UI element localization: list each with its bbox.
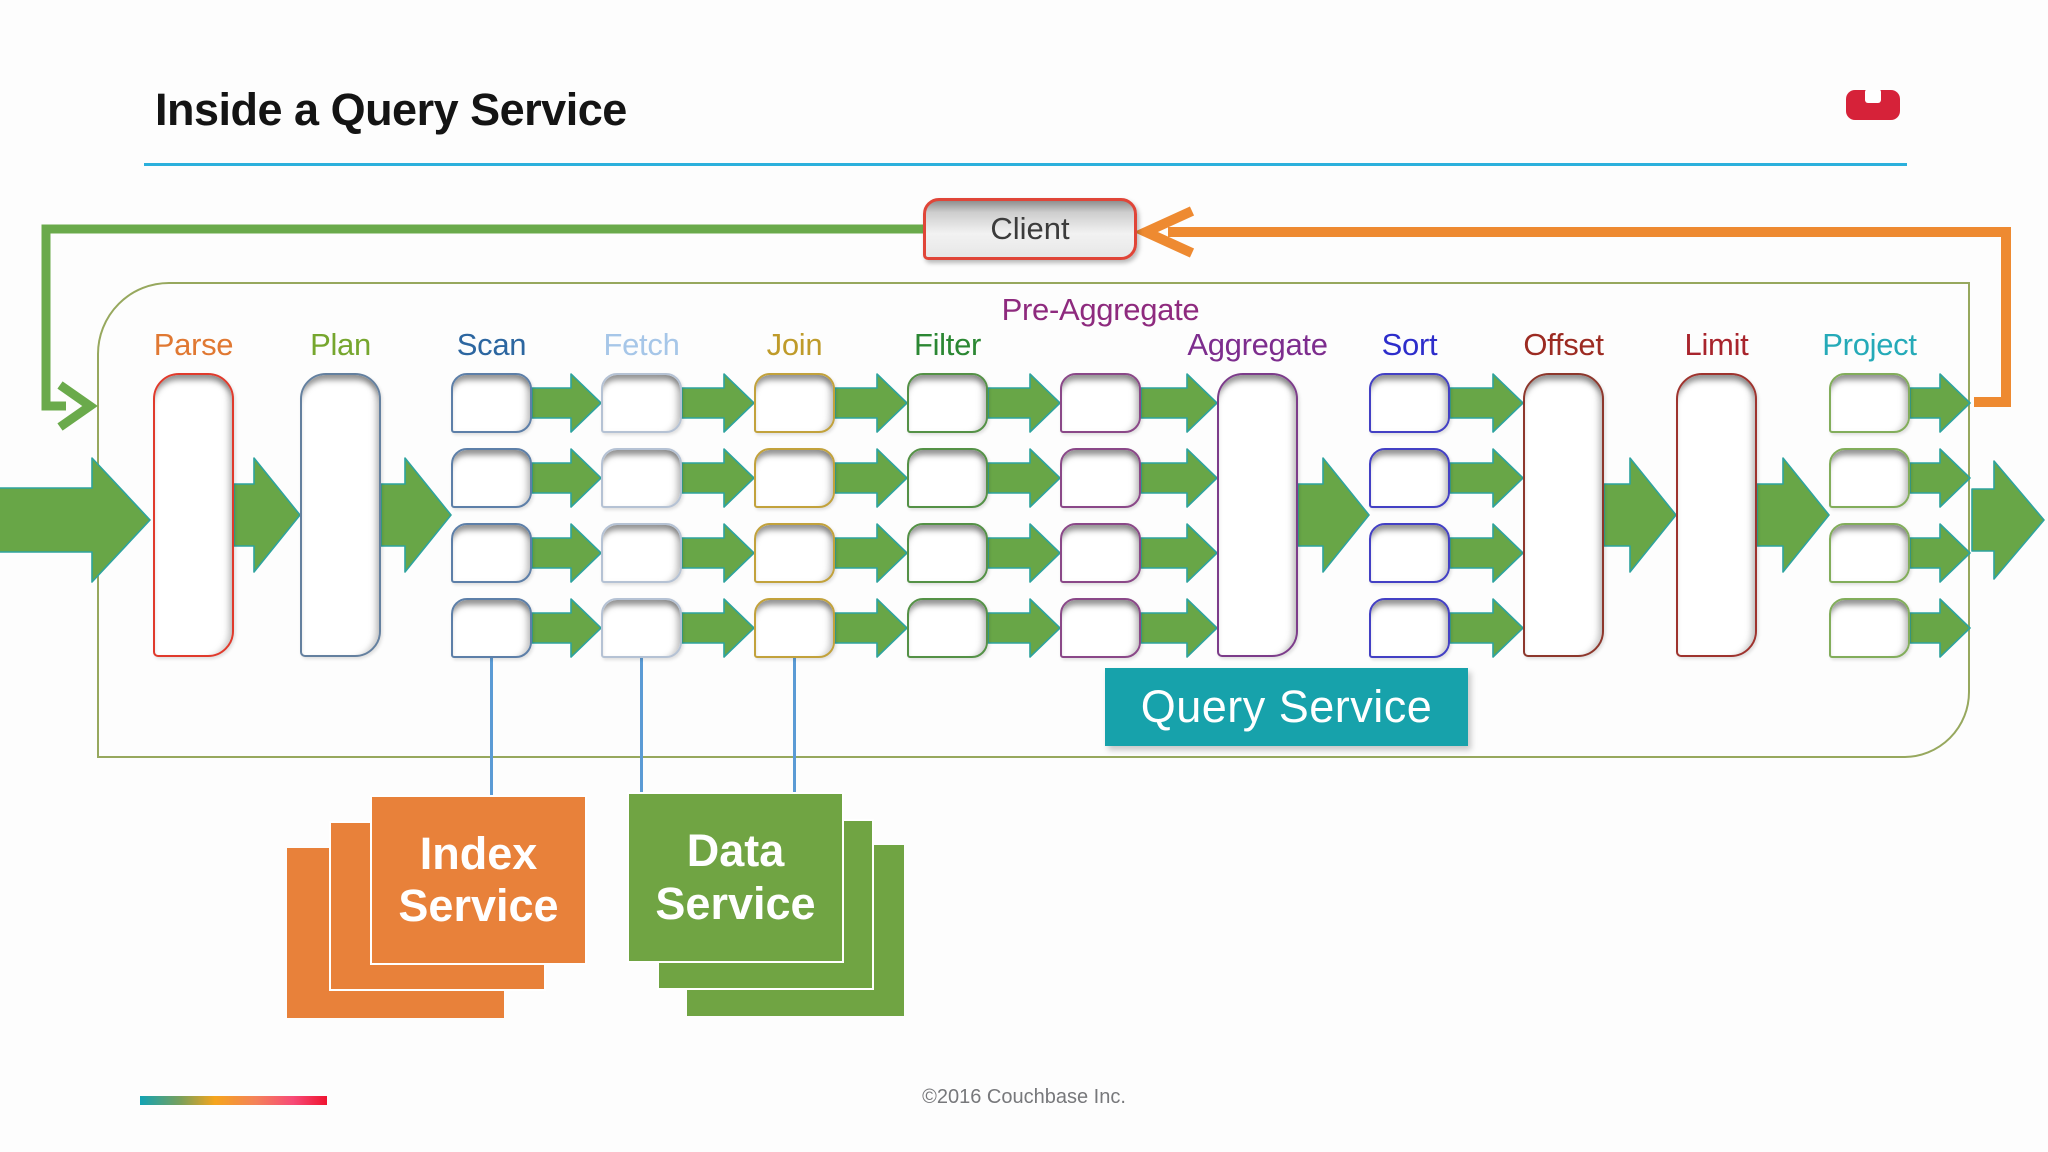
query-service-label: Query Service [1105, 668, 1468, 746]
arrow-pipeline-output [1971, 460, 2045, 580]
copyright-text: ©2016 Couchbase Inc. [922, 1086, 1126, 1108]
feedback-arrowhead-icon [57, 381, 98, 431]
data-service-box: Data Service [627, 792, 844, 963]
index-service-box: Index Service [370, 795, 587, 965]
couchbase-logo-icon [1846, 89, 1900, 120]
client-box: Client [923, 198, 1137, 260]
query-service-boundary [97, 282, 1970, 758]
title-divider [144, 163, 1907, 166]
page-title: Inside a Query Service [155, 84, 627, 135]
response-arrowhead-icon [1133, 206, 1195, 258]
brand-gradient-bar [140, 1096, 327, 1105]
